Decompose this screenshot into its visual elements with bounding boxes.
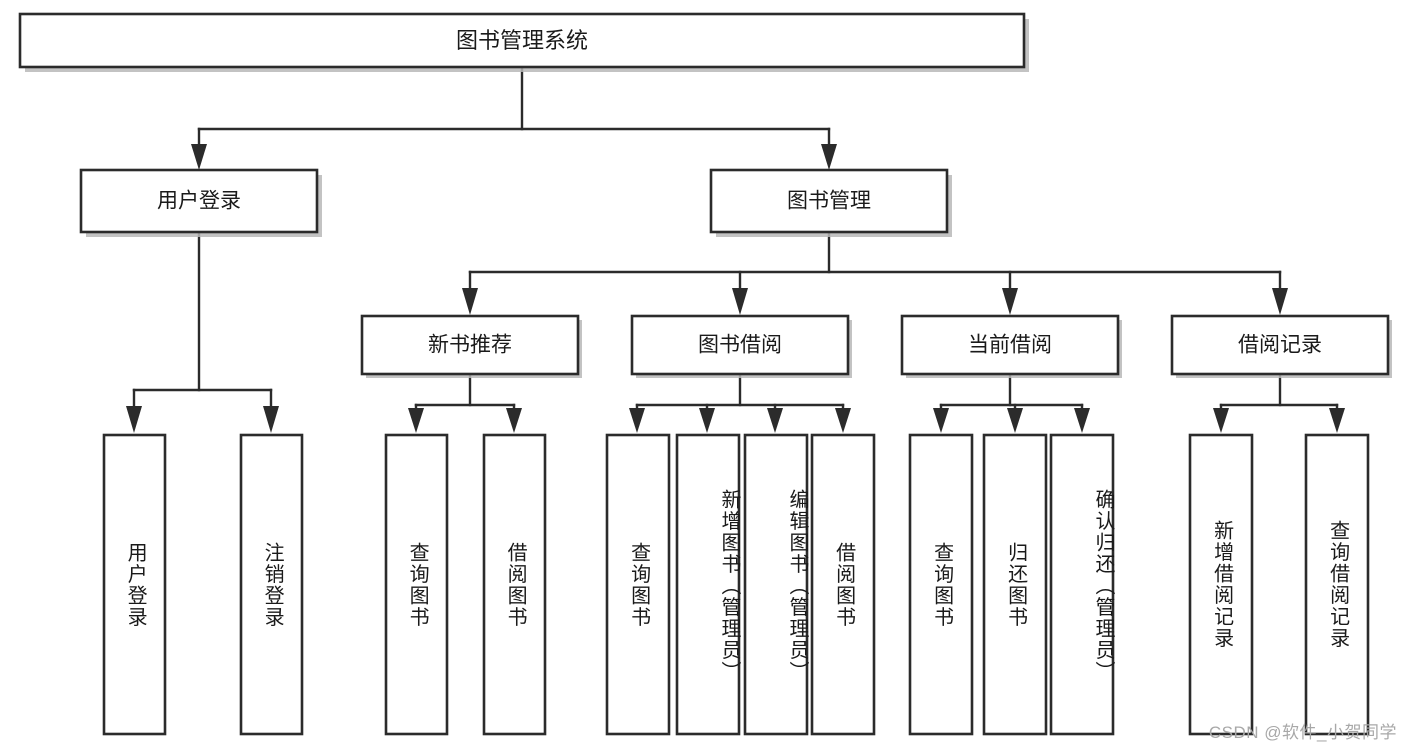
arrow-head-user-login: [191, 144, 207, 170]
arrow-head-leaf-borrow-book-2: [835, 408, 851, 433]
node-user-login-label: 用户登录: [157, 190, 241, 213]
connector-group: [126, 65, 1345, 433]
leaf-box-borrow-book-newbook[interactable]: [482, 433, 547, 736]
leaf-box-add-book-admin[interactable]: [675, 433, 741, 736]
arrow-head-book-manage: [821, 144, 837, 170]
arrow-head-book-borrow: [732, 288, 748, 315]
leaf-box-return-book[interactable]: [982, 433, 1048, 736]
leaf-box-user-login[interactable]: [102, 433, 167, 736]
arrow-head-leaf-borrow-book-1: [506, 408, 522, 433]
node-borrow-record-box[interactable]: [1170, 314, 1390, 376]
leaf-box-query-book-borrow[interactable]: [605, 433, 671, 736]
arrow-head-leaf-add-record: [1213, 408, 1229, 433]
leaf-box-edit-book-admin[interactable]: [743, 433, 809, 736]
node-new-book-recommend[interactable]: 新书推荐: [360, 314, 582, 378]
arrow-head-current-borrow: [1002, 288, 1018, 315]
node-current-borrow-box[interactable]: [900, 314, 1120, 376]
node-root[interactable]: 图书管理系统: [18, 12, 1029, 72]
leaf-box-logout[interactable]: [239, 433, 304, 736]
csdn-watermark: CSDN @软件_小贺同学: [1208, 723, 1397, 742]
node-borrow-record[interactable]: 借阅记录: [1170, 314, 1392, 378]
arrow-head-leaf-query-record: [1329, 408, 1345, 433]
node-current-borrow-label: 当前借阅: [968, 334, 1052, 357]
leaf-box-borrow-book[interactable]: [810, 433, 876, 736]
leaf-box-query-book-newbook[interactable]: [384, 433, 449, 736]
node-root-label: 图书管理系统: [456, 28, 588, 53]
arrow-head-leaf-confirm-return: [1074, 408, 1090, 433]
arrow-head-leaf-user-login: [126, 406, 142, 433]
leaf-box-query-borrow-record[interactable]: [1304, 433, 1370, 736]
arrow-head-new-book-rec: [462, 288, 478, 315]
node-user-login[interactable]: 用户登录: [79, 168, 322, 237]
node-book-management-label: 图书管理: [787, 190, 871, 213]
arrow-head-leaf-query-book-1: [408, 408, 424, 433]
node-book-borrow-label: 图书借阅: [698, 334, 782, 357]
node-book-borrow[interactable]: 图书借阅: [630, 314, 852, 378]
node-root-box[interactable]: [18, 12, 1026, 69]
node-book-management-box[interactable]: [709, 168, 949, 234]
arrow-head-leaf-query-book-2: [629, 408, 645, 433]
arrow-head-borrow-record: [1272, 288, 1288, 315]
node-book-management[interactable]: 图书管理: [709, 168, 952, 237]
leaf-box-confirm-return-admin[interactable]: [1049, 433, 1115, 736]
arrow-head-leaf-edit-book: [767, 408, 783, 433]
node-current-borrow[interactable]: 当前借阅: [900, 314, 1122, 378]
node-book-borrow-box[interactable]: [630, 314, 850, 376]
leaf-box-group: [102, 433, 1370, 736]
node-new-book-recommend-box[interactable]: [360, 314, 580, 376]
node-borrow-record-label: 借阅记录: [1238, 334, 1322, 357]
arrow-head-leaf-logout: [263, 406, 279, 433]
leaf-box-add-borrow-record[interactable]: [1188, 433, 1254, 736]
node-new-book-recommend-label: 新书推荐: [428, 334, 512, 357]
arrow-head-leaf-add-book: [699, 408, 715, 433]
arrow-head-leaf-query-book-3: [933, 408, 949, 433]
node-user-login-box[interactable]: [79, 168, 319, 234]
leaf-box-query-book-current[interactable]: [908, 433, 974, 736]
arrow-head-leaf-return-book: [1007, 408, 1023, 433]
